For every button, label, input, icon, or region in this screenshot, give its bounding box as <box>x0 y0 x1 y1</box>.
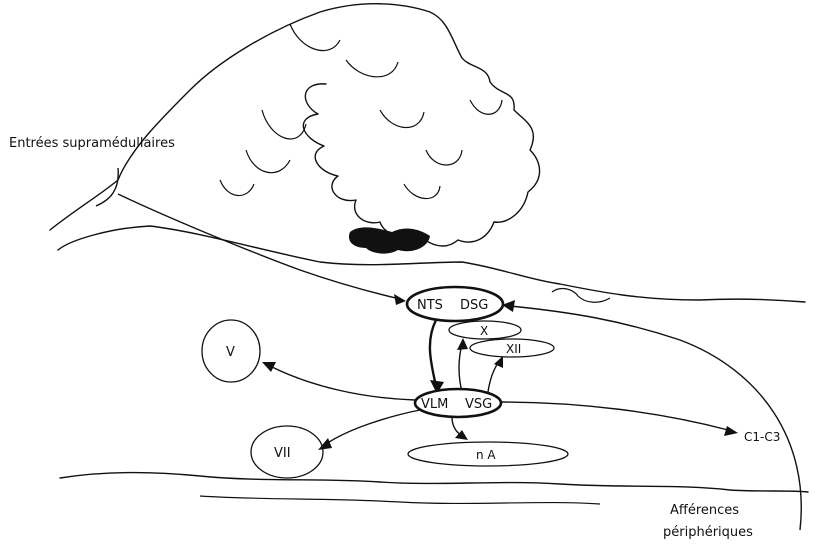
arrowhead-c1c3 <box>724 426 738 436</box>
arrowhead-vii <box>318 438 332 450</box>
nts-to-vlm-arrow <box>428 319 438 387</box>
cerebellum-outline <box>49 3 541 247</box>
arrowhead-na <box>455 430 468 440</box>
vlm-to-v-arrow <box>269 365 416 401</box>
cerebellum-folia <box>219 23 503 200</box>
vlm-vsg-nucleus <box>413 387 503 419</box>
vlm-to-vii-arrow <box>325 409 421 445</box>
arrowhead-x <box>457 338 468 350</box>
nts-label: NTS <box>417 298 443 313</box>
ventral-inner-line <box>199 495 601 505</box>
v-label: V <box>226 345 235 360</box>
vlm-label: VLM <box>421 397 448 412</box>
na-nucleus <box>407 441 569 467</box>
arrowhead-vlm <box>430 380 444 394</box>
vii-nucleus <box>250 425 324 479</box>
x-nucleus <box>448 320 522 340</box>
vlm-to-x-arrow <box>458 343 463 393</box>
peripheral-afferents-label-2: périphériques <box>663 525 753 540</box>
fourth-ventricle <box>348 227 430 254</box>
na-label: n A <box>476 448 496 462</box>
supramedullary-input-path <box>95 167 401 300</box>
nts-dsg-nucleus <box>405 285 505 323</box>
peripheral-afferent-path <box>509 305 802 531</box>
arrowhead-xii <box>494 356 503 368</box>
xii-nucleus <box>469 338 555 358</box>
arrowhead-nts-input <box>394 294 406 305</box>
brainstem-dorsal-surface <box>57 225 806 303</box>
vii-label: VII <box>274 446 291 461</box>
xii-label: XII <box>506 342 521 356</box>
dsg-label: DSG <box>460 298 488 313</box>
arrowhead-v <box>262 362 276 372</box>
cervical-label: C1-C3 <box>744 430 780 444</box>
x-label: X <box>480 324 488 338</box>
vsg-to-c1c3-arrow <box>500 401 729 431</box>
obex-notch <box>551 287 611 303</box>
peripheral-afferents-label-1: Afférences <box>670 503 739 518</box>
vsg-label: VSG <box>465 397 492 412</box>
brainstem-ventral-surface <box>59 471 809 493</box>
arrowhead-dsg-input <box>502 300 515 312</box>
v-nucleus <box>201 319 261 383</box>
supramedullary-inputs-label: Entrées supramédullaires <box>9 136 175 151</box>
